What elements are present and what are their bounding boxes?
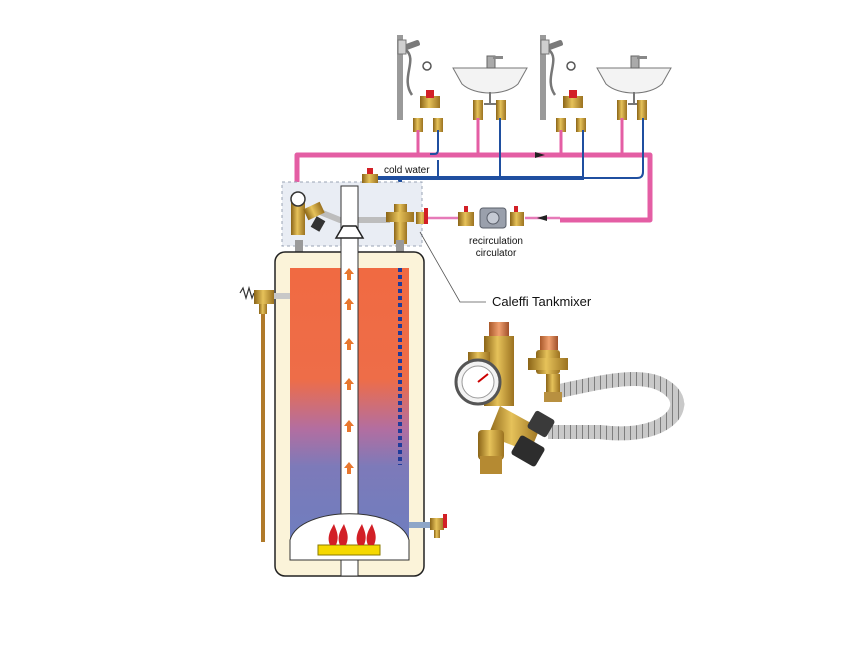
sink-valve-cold <box>496 100 506 120</box>
sink-fixture-2 <box>596 55 672 120</box>
flow-arrows <box>535 152 547 221</box>
tankmixer-leader-line <box>419 231 486 303</box>
cold-supply-pipes <box>430 118 644 179</box>
recirculation-label: recirculation <box>469 236 523 247</box>
tankmixer-label: Caleffi Tankmixer <box>492 294 592 309</box>
cold-water-inlet-valve <box>362 168 378 183</box>
shower-fixture-2 <box>540 35 586 132</box>
tankmixer-product-illustration <box>454 322 685 474</box>
draft-hood <box>334 225 365 239</box>
shower-fixture-1 <box>397 35 443 132</box>
sink-valve-hot <box>617 100 627 120</box>
water-heater-tank <box>274 185 425 577</box>
sink-valve-hot <box>473 100 483 120</box>
shower-valve <box>556 90 586 132</box>
cold-water-label: cold water <box>384 165 430 176</box>
recirculation-circulator <box>458 206 524 229</box>
sink-valve-cold <box>637 100 647 120</box>
hot-supply-pipes <box>416 118 624 155</box>
tankmixer-right-valve <box>386 204 428 244</box>
shower-icon <box>397 35 432 120</box>
sink-icon <box>452 55 528 105</box>
burner <box>317 544 381 556</box>
tankmixer-left-valve <box>290 191 326 235</box>
drain-valve-icon <box>409 514 447 538</box>
flue-gas-arrows <box>344 268 354 474</box>
mixer-hot-connection <box>318 209 390 223</box>
thermometer-gauge-icon <box>290 191 306 207</box>
circulator-pump-icon <box>479 207 507 229</box>
shower-icon <box>540 35 576 120</box>
sink-icon <box>596 55 672 105</box>
shower-valve <box>413 90 443 132</box>
sink-fixture-1 <box>452 55 528 120</box>
relief-valve-icon <box>239 285 290 542</box>
flame-icon <box>328 524 376 545</box>
hot-main-pipe <box>294 152 653 223</box>
circulator-label: circulator <box>476 248 517 259</box>
